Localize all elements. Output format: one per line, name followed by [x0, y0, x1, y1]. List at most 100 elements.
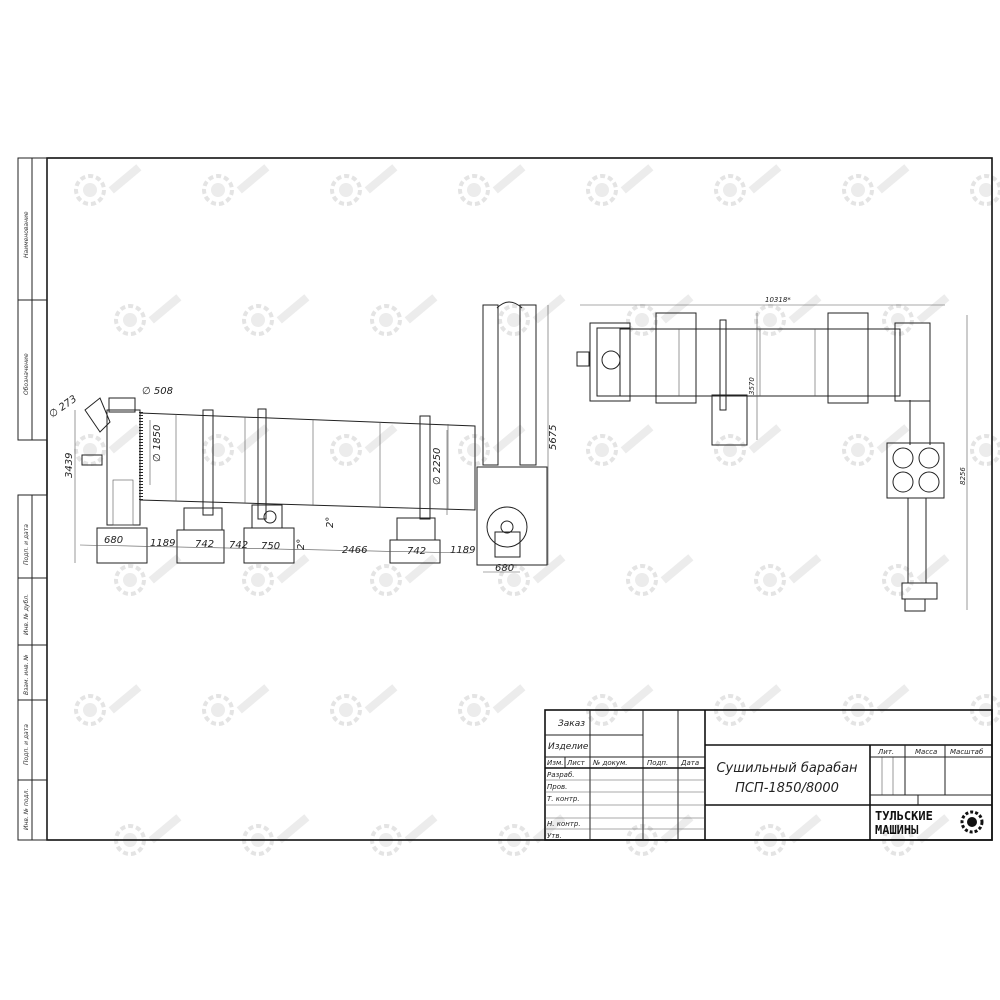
watermark-gear-icon — [714, 164, 782, 206]
watermark-gear-icon — [626, 294, 694, 336]
watermark-gear-icon — [498, 294, 566, 336]
watermark-gear-icon — [114, 814, 182, 856]
watermark-gear-icon — [202, 164, 270, 206]
watermark-gear-icon — [970, 434, 1000, 466]
gear-logo-icon — [960, 810, 984, 834]
dim-label: 5675 — [548, 425, 559, 450]
watermark-gear-icon — [242, 814, 310, 856]
company-logo-text: МАШИНЫ — [875, 823, 918, 837]
dim-label: 1189 — [450, 545, 475, 556]
mass-label: Масса — [915, 748, 937, 756]
order-label: Заказ — [558, 719, 585, 729]
watermark-gear-icon — [114, 554, 182, 596]
side-label: Обозначение — [23, 353, 30, 395]
drum-body — [139, 412, 476, 511]
side-label: Инв. № дубл. — [23, 594, 30, 635]
watermark-gear-icon — [586, 164, 654, 206]
dim-label: 750 — [261, 541, 280, 552]
watermark-gear-icon — [970, 174, 1000, 206]
watermark-gear-icon — [242, 554, 310, 596]
watermark-gear-icon — [330, 164, 398, 206]
watermark-gear-icon — [586, 684, 654, 726]
watermark-gear-icon — [754, 554, 822, 596]
watermark-gear-icon — [330, 424, 398, 466]
row-label: Утв. — [547, 832, 562, 840]
scale-label: Масштаб — [950, 748, 984, 756]
watermark-gear-icon — [842, 684, 910, 726]
header-cell: № докум. — [592, 759, 628, 767]
dim-label: 742 — [195, 539, 214, 550]
watermark-gear-icon — [202, 684, 270, 726]
side-label: Взам. инв. № — [23, 654, 30, 695]
watermark-gear-icon — [970, 694, 1000, 726]
header-cell: Дата — [680, 759, 699, 767]
watermark-gear-icon — [714, 684, 782, 726]
watermark-gear-icon — [842, 164, 910, 206]
watermark-gear-icon — [330, 684, 398, 726]
drawing-title: Сушильный барабан — [716, 761, 858, 776]
dim-label: 2° — [325, 517, 336, 528]
tyre — [202, 409, 214, 516]
dim-label: 3570 — [748, 377, 756, 395]
dim-label: 3439 — [64, 453, 75, 478]
company-logo-text: ТУЛЬСКИЕ — [875, 809, 933, 823]
watermark-gear-icon — [74, 424, 142, 466]
side-label: Подп. и дата — [23, 724, 30, 765]
drawing-designation: ПСП-1850/8000 — [735, 781, 839, 796]
side-label: Инв. № подл. — [23, 789, 30, 830]
watermark-gear-icon — [242, 294, 310, 336]
dim-label: 8256 — [959, 467, 967, 485]
header-cell: Лист — [566, 759, 586, 767]
dim-label: 1189 — [150, 538, 175, 549]
side-label: Подп. и дата — [23, 524, 30, 565]
title-block: Заказ Изделие Изм. Лист № докум. Подп. Д… — [544, 709, 993, 841]
watermark-gear-icon — [498, 554, 566, 596]
watermark-gear-icon — [370, 554, 438, 596]
row-label: Пров. — [547, 783, 567, 791]
row-label: Н. контр. — [547, 820, 581, 828]
dim-label: ∅ 1850 — [152, 425, 163, 462]
dim-label: 742 — [407, 546, 426, 557]
row-label: Т. контр. — [547, 795, 580, 803]
watermark-gear-icon — [458, 684, 526, 726]
side-label: Наименование — [23, 211, 30, 258]
watermark-gear-icon — [74, 164, 142, 206]
watermark-gear-icon — [458, 164, 526, 206]
watermark-gear-icon — [458, 424, 526, 466]
dim-label: 2° — [296, 539, 307, 550]
watermark-gear-icon — [882, 294, 950, 336]
product-label: Изделие — [548, 742, 589, 752]
watermark-gear-icon — [882, 554, 950, 596]
dim-label: 10318* — [765, 296, 791, 304]
dim-label: ∅ 2250 — [432, 448, 443, 485]
watermark-gear-icon — [754, 814, 822, 856]
plan-view: 10318* 3570 8256 — [576, 296, 968, 612]
roller-support — [183, 507, 223, 531]
watermark-gear-icon — [74, 684, 142, 726]
roller-support — [396, 517, 436, 541]
watermark-gear-icon — [626, 554, 694, 596]
lit-label: Лит. — [877, 748, 894, 756]
dim-label: 680 — [495, 563, 514, 574]
watermark-gear-icon — [370, 814, 438, 856]
dim-label: ∅ 508 — [142, 386, 173, 397]
watermark-gear-icon — [114, 294, 182, 336]
dim-label: 742 — [229, 540, 248, 551]
header-cell: Подп. — [647, 759, 668, 767]
dim-label: 2466 — [342, 545, 367, 556]
side-view: ∅ 508 ∅ 273 ∅ 1850 ∅ 2250 3439 5675 680 … — [47, 301, 559, 574]
watermark-gear-icon — [714, 424, 782, 466]
tyre — [419, 415, 431, 520]
watermark-gear-icon — [842, 424, 910, 466]
gear-ring — [257, 408, 267, 520]
row-label: Разраб. — [547, 771, 575, 779]
dim-label: 680 — [104, 535, 123, 546]
sheet-frame — [46, 157, 993, 841]
watermark-gear-icon — [202, 424, 270, 466]
watermark-layer — [74, 164, 1000, 856]
side-stamp: Наименование Обозначение Подп. и дата Ин… — [17, 157, 48, 841]
watermark-gear-icon — [754, 294, 822, 336]
watermark-gear-icon — [586, 424, 654, 466]
cyclone-frame — [476, 466, 548, 566]
